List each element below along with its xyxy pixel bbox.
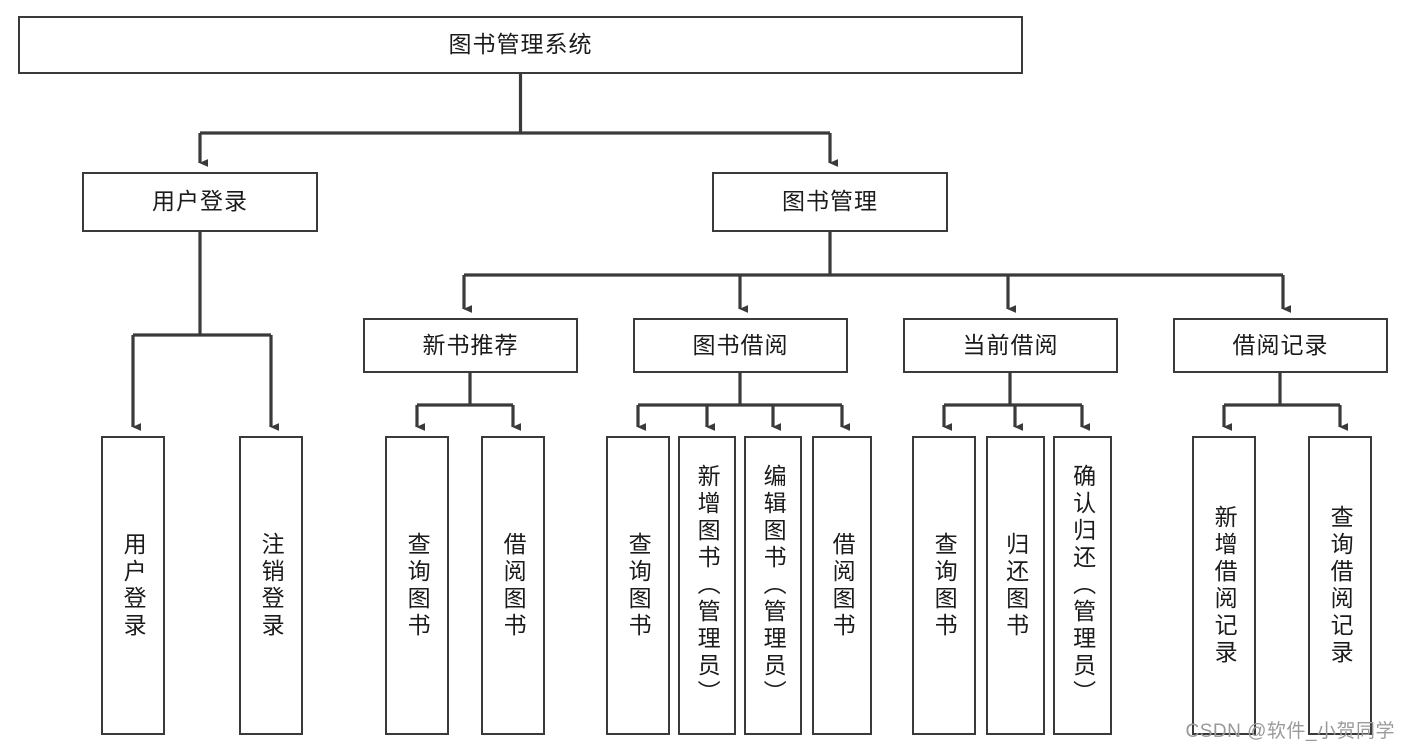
node-book-management[interactable]: 图书管理 [712, 172, 948, 232]
node-label: 借阅图书 [500, 531, 527, 640]
node-leaf-confirm-return-admin[interactable]: 确认归还（管理员） [1053, 436, 1112, 735]
node-leaf-add-borrow-record[interactable]: 新增借阅记录 [1192, 436, 1256, 735]
node-label: 图书管理系统 [448, 31, 593, 58]
node-current-borrow[interactable]: 当前借阅 [903, 318, 1118, 373]
node-label: 用户登录 [120, 531, 147, 640]
node-label: 新增借阅记录 [1211, 504, 1238, 667]
node-leaf-query-book-current[interactable]: 查询图书 [912, 436, 976, 735]
node-leaf-user-login[interactable]: 用户登录 [101, 436, 165, 735]
node-leaf-return-book[interactable]: 归还图书 [986, 436, 1045, 735]
node-label: 查询图书 [625, 531, 652, 640]
node-label: 确认归还（管理员） [1069, 464, 1096, 707]
node-label: 新增图书（管理员） [694, 464, 721, 707]
node-borrow-record[interactable]: 借阅记录 [1173, 318, 1388, 373]
node-leaf-borrow-book[interactable]: 借阅图书 [812, 436, 872, 735]
node-book-management-system[interactable]: 图书管理系统 [18, 16, 1023, 74]
node-label: 归还图书 [1002, 531, 1029, 640]
node-label: 编辑图书（管理员） [760, 464, 787, 707]
node-leaf-logout[interactable]: 注销登录 [239, 436, 303, 735]
node-label: 新书推荐 [422, 331, 519, 358]
node-leaf-add-book-admin[interactable]: 新增图书（管理员） [678, 436, 736, 735]
node-label: 当前借阅 [962, 331, 1059, 358]
node-new-book-recommend[interactable]: 新书推荐 [363, 318, 578, 373]
node-label: 查询图书 [931, 531, 958, 640]
node-label: 查询图书 [404, 531, 431, 640]
node-leaf-query-book-recommend[interactable]: 查询图书 [385, 436, 449, 735]
node-label: 图书管理 [782, 188, 878, 215]
node-label: 借阅记录 [1232, 331, 1329, 358]
node-label: 查询借阅记录 [1327, 504, 1354, 667]
node-leaf-borrow-book-recommend[interactable]: 借阅图书 [481, 436, 545, 735]
node-label: 注销登录 [258, 531, 285, 640]
node-leaf-edit-book-admin[interactable]: 编辑图书（管理员） [744, 436, 802, 735]
node-user-login[interactable]: 用户登录 [82, 172, 318, 232]
node-leaf-query-borrow-record[interactable]: 查询借阅记录 [1308, 436, 1372, 735]
node-book-borrow[interactable]: 图书借阅 [633, 318, 848, 373]
node-label: 用户登录 [152, 188, 248, 215]
node-label: 图书借阅 [692, 331, 789, 358]
node-label: 借阅图书 [829, 531, 856, 640]
node-leaf-query-book-borrow[interactable]: 查询图书 [606, 436, 670, 735]
